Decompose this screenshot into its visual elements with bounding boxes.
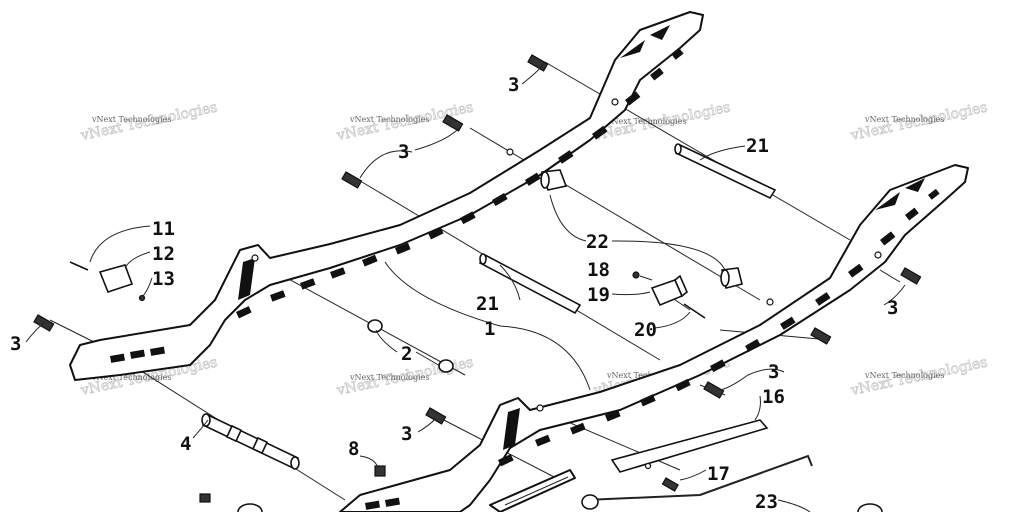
callout-21: 21 bbox=[476, 293, 499, 315]
callout-8: 8 bbox=[348, 438, 359, 460]
upper-slide-rail bbox=[69, 11, 704, 381]
bushing-lower bbox=[720, 267, 743, 289]
callout-3: 3 bbox=[508, 74, 519, 96]
lower-rail-slots bbox=[365, 178, 940, 510]
callout-1: 1 bbox=[484, 318, 495, 340]
callout-23: 23 bbox=[755, 491, 778, 512]
callout-18: 18 bbox=[587, 259, 610, 281]
watermark-top-right: vNext Technologies vNext Technologies bbox=[848, 99, 989, 145]
callout-17: 17 bbox=[707, 463, 730, 485]
callout-3: 3 bbox=[10, 333, 21, 355]
spring-rod bbox=[581, 454, 813, 510]
callout-13: 13 bbox=[152, 268, 175, 290]
upper-rail-slots bbox=[109, 25, 684, 363]
bolt-3h bbox=[900, 267, 922, 285]
callout-3: 3 bbox=[398, 141, 409, 163]
callout-12: 12 bbox=[152, 243, 175, 265]
watermark-text: vNext Technologies bbox=[864, 371, 944, 380]
bolt-3b bbox=[442, 114, 464, 132]
callout-20: 20 bbox=[634, 319, 657, 341]
watermark-bottom-right: vNext Technologies vNext Technologies bbox=[848, 354, 989, 400]
watermark-top-left: vNext Technologies vNext Technologies bbox=[78, 99, 219, 145]
callout-3: 3 bbox=[401, 423, 412, 445]
bolt-3c bbox=[341, 171, 363, 189]
rear-axle bbox=[201, 413, 300, 470]
callout-3: 3 bbox=[887, 297, 898, 319]
bolt-3g bbox=[810, 327, 832, 345]
bolt-3e bbox=[425, 407, 447, 425]
bushing-upper bbox=[540, 169, 568, 191]
nut-18 bbox=[632, 271, 640, 279]
watermark-text: vNext Technologies bbox=[91, 115, 171, 124]
pin-11 bbox=[69, 261, 89, 271]
callout-16: 16 bbox=[762, 386, 785, 408]
watermark-text: vNext Technologies bbox=[349, 115, 429, 124]
nut-13 bbox=[138, 294, 146, 302]
lower-slide-rail bbox=[339, 164, 969, 512]
bolt-3a bbox=[527, 54, 549, 72]
bolt-17 bbox=[661, 477, 679, 492]
slide-arm bbox=[610, 419, 769, 473]
nut-bottom bbox=[199, 493, 211, 503]
callout-19: 19 bbox=[587, 284, 610, 306]
leader-lines bbox=[49, 61, 901, 501]
grease-fitting bbox=[374, 465, 386, 477]
bolt-20 bbox=[683, 303, 706, 319]
wheel-left bbox=[237, 503, 263, 512]
watermark-text: vNext Technologies bbox=[864, 115, 944, 124]
callout-leaders bbox=[25, 61, 906, 512]
cross-shaft-upper bbox=[674, 143, 777, 200]
callout-21: 21 bbox=[746, 135, 769, 157]
callout-22: 22 bbox=[586, 231, 609, 253]
callout-11: 11 bbox=[152, 218, 175, 240]
watermark-text: vNext Technologies bbox=[91, 373, 171, 382]
watermark-text: vNext Technologies bbox=[349, 373, 429, 382]
washer-upper bbox=[367, 319, 383, 333]
callout-4: 4 bbox=[180, 433, 191, 455]
slider-block bbox=[650, 274, 688, 307]
callout-2: 2 bbox=[401, 343, 412, 365]
wear-strip bbox=[489, 469, 576, 512]
callout-3: 3 bbox=[768, 361, 779, 383]
wheel-right bbox=[857, 503, 883, 512]
cross-shaft-lower bbox=[478, 253, 582, 315]
bolt-3f bbox=[703, 381, 725, 399]
bracket-12 bbox=[98, 264, 134, 293]
washer-lower bbox=[438, 359, 454, 373]
